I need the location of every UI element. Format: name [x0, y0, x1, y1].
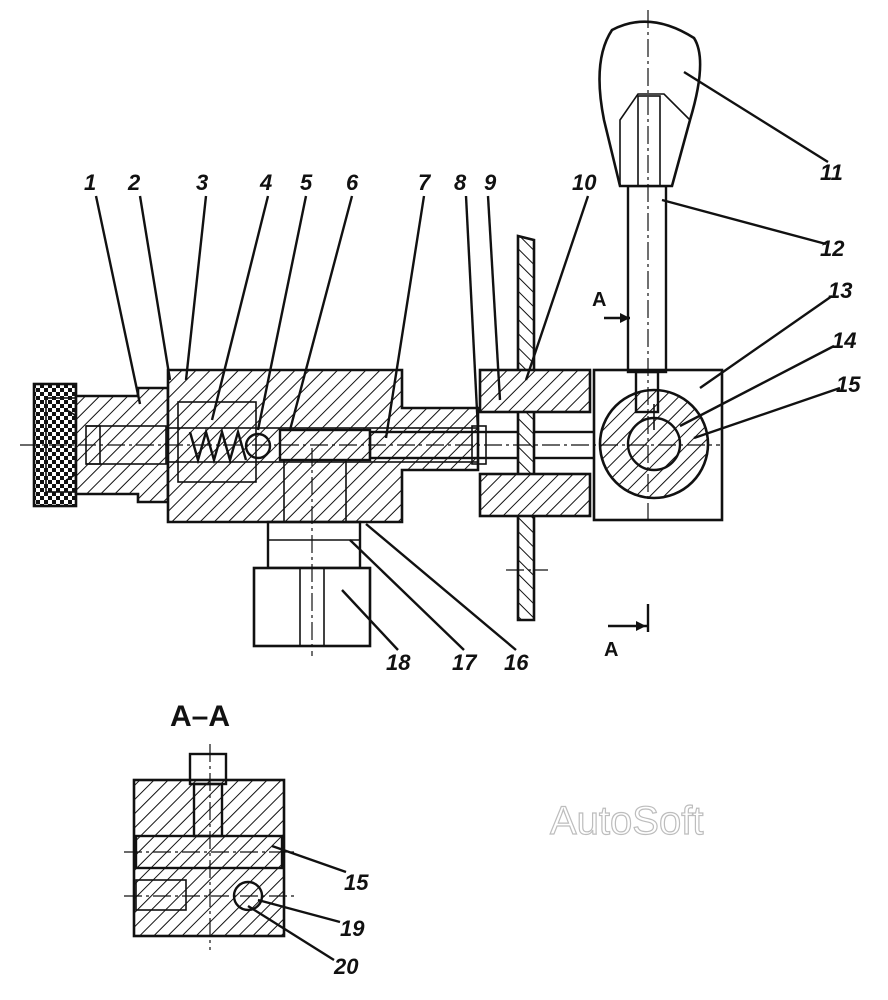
guide-sleeve	[478, 368, 592, 518]
section-marker-top: A	[592, 289, 630, 323]
section-callout-15: 15	[344, 870, 369, 895]
callout-4: 4	[259, 170, 272, 195]
callout-13: 13	[828, 278, 852, 303]
valve-body	[166, 368, 480, 524]
valve-ball	[244, 432, 272, 460]
section-leader-lines	[247, 844, 347, 962]
callout-17: 17	[452, 650, 478, 675]
callout-16: 16	[504, 650, 529, 675]
rubber-cap	[32, 382, 87, 508]
section-view-a-a: A–A 15 19 20	[124, 700, 369, 979]
callout-2: 2	[127, 170, 141, 195]
callout-10: 10	[572, 170, 597, 195]
callout-7: 7	[418, 170, 432, 195]
section-callout-20: 20	[333, 954, 359, 979]
callout-1: 1	[84, 170, 96, 195]
callout-3: 3	[196, 170, 208, 195]
spring	[188, 427, 248, 465]
main-view: A A	[20, 10, 861, 675]
section-marker-bottom-label: A	[604, 639, 618, 661]
callout-18: 18	[386, 650, 411, 675]
bracket-plate	[516, 234, 536, 622]
callout-labels: 1 2 3 4 5 6 7 8 9 10 11 12 13 14 15 16 1…	[84, 160, 861, 675]
callout-9: 9	[484, 170, 497, 195]
callout-15: 15	[836, 372, 861, 397]
callout-12: 12	[820, 236, 845, 261]
leader-lines	[94, 70, 841, 651]
watermark-text: AutoSoft	[550, 799, 703, 843]
callout-6: 6	[346, 170, 359, 195]
callout-14: 14	[832, 328, 856, 353]
handle-knob	[598, 20, 702, 188]
callout-8: 8	[454, 170, 467, 195]
section-callout-19: 19	[340, 916, 365, 941]
section-marker-bottom: A	[604, 604, 650, 661]
section-marker-top-label: A	[592, 289, 606, 311]
callout-11: 11	[820, 160, 843, 185]
callout-5: 5	[300, 170, 313, 195]
section-title: A–A	[170, 700, 230, 733]
